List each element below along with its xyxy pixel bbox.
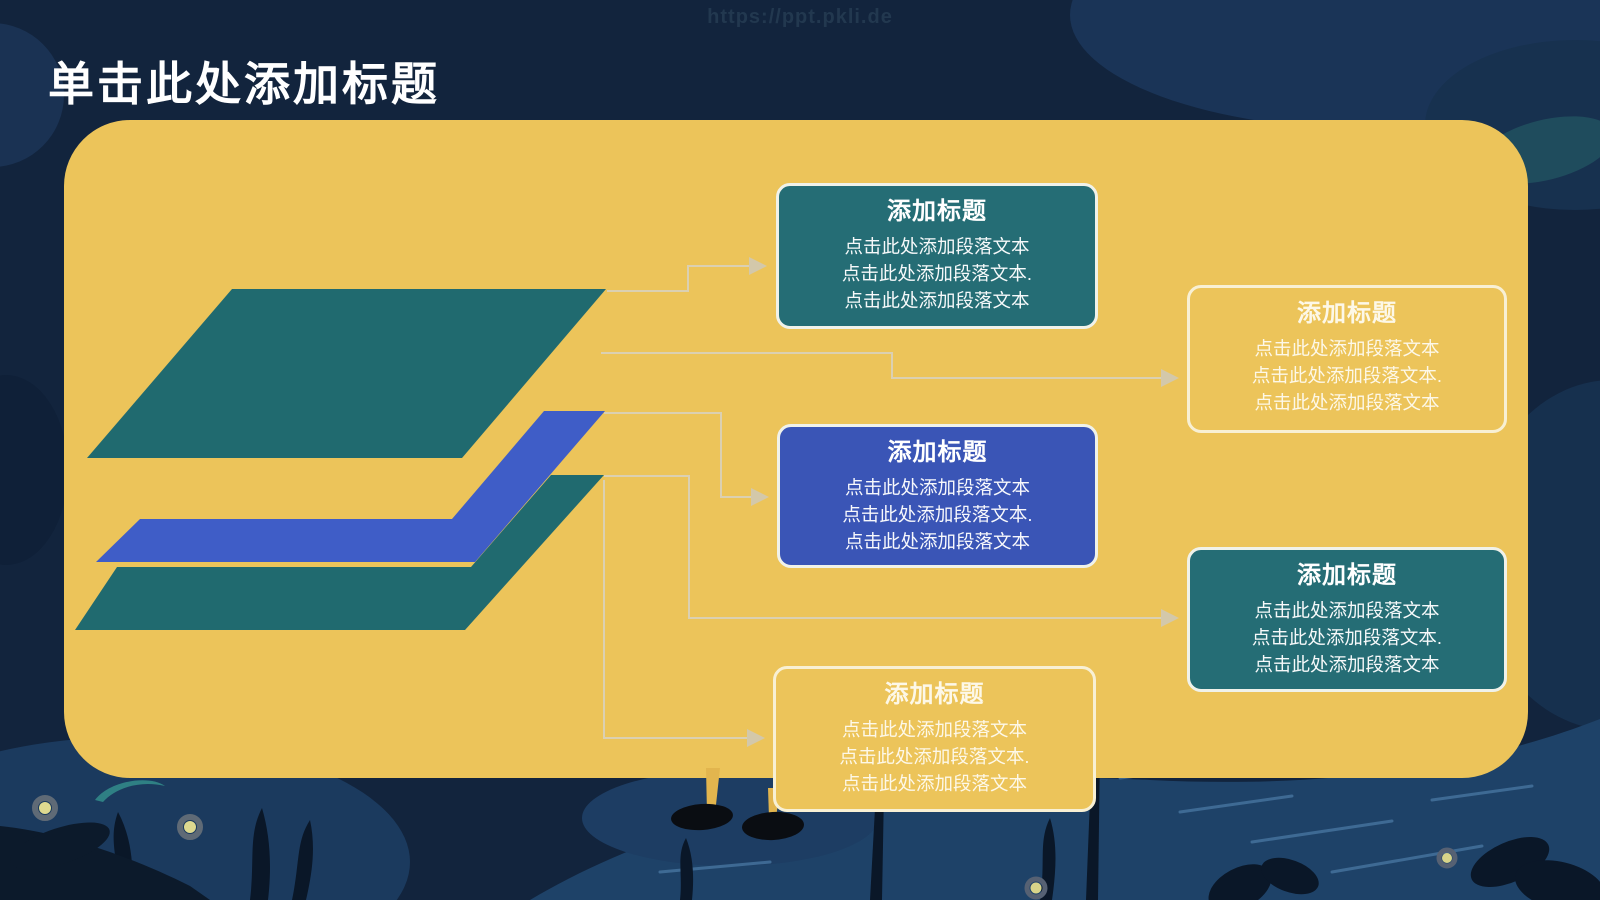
connector-lines [601,257,1179,747]
card-text-line: 点击此处添加段落文本. [839,746,1030,767]
card-text-line: 点击此处添加段落文本. [1251,365,1443,386]
card-text-line: 点击此处添加段落文本 [1254,600,1440,621]
card-text-line: 点击此处添加段落文本 [1254,338,1440,359]
connector-to-box2 [601,352,1179,387]
card-title: 添加标题 [887,198,987,225]
card-text-line: 点击此处添加段落文本 [844,531,1030,552]
connector-to-box1 [607,257,767,292]
dangling-legs [671,768,804,841]
slide-title-placeholder[interactable]: 单击此处添加标题 [48,58,440,110]
card-text-line: 点击此处添加段落文本 [844,477,1030,498]
card-title: 添加标题 [1297,562,1397,589]
layer-sheet-middle-blue[interactable] [96,411,605,562]
card-title: 添加标题 [884,681,985,708]
card-title: 添加标题 [887,439,988,466]
card-text-line: 点击此处添加段落文本. [842,504,1033,525]
card-text-line: 点击此处添加段落文本 [844,290,1030,311]
card-text-line: 点击此处添加段落文本 [1254,392,1440,413]
card-text-line: 点击此处添加段落文本. [841,263,1033,284]
info-card-right-yellow[interactable]: 添加标题 点击此处添加段落文本 点击此处添加段落文本. 点击此处添加段落文本 [1187,285,1507,433]
fireflies [32,404,1489,900]
card-title: 添加标题 [1297,300,1397,327]
info-card-bottom-yellow[interactable]: 添加标题 点击此处添加段落文本 点击此处添加段落文本. 点击此处添加段落文本 [773,666,1096,812]
layer-sheet-bottom-teal[interactable] [75,475,604,630]
info-card-right-teal[interactable]: 添加标题 点击此处添加段落文本 点击此处添加段落文本. 点击此处添加段落文本 [1187,547,1507,692]
card-text-line: 点击此处添加段落文本 [844,236,1030,257]
watermark-url: https://ppt.pkli.de [707,6,893,28]
card-text-line: 点击此处添加段落文本. [1251,627,1443,648]
connector-to-box4 [604,475,1179,627]
card-text-line: 点击此处添加段落文本 [841,773,1027,794]
layer-slab-top-teal[interactable] [87,289,606,458]
info-card-center-blue[interactable]: 添加标题 点击此处添加段落文本 点击此处添加段落文本. 点击此处添加段落文本 [777,424,1098,568]
card-text-line: 点击此处添加段落文本 [841,719,1027,740]
connector-to-box3 [604,412,769,506]
card-text-line: 点击此处添加段落文本 [1254,654,1440,675]
info-card-top-teal[interactable]: 添加标题 点击此处添加段落文本 点击此处添加段落文本. 点击此处添加段落文本 [776,183,1098,329]
connector-to-box5 [603,480,765,747]
plant-silhouettes [0,722,1600,900]
